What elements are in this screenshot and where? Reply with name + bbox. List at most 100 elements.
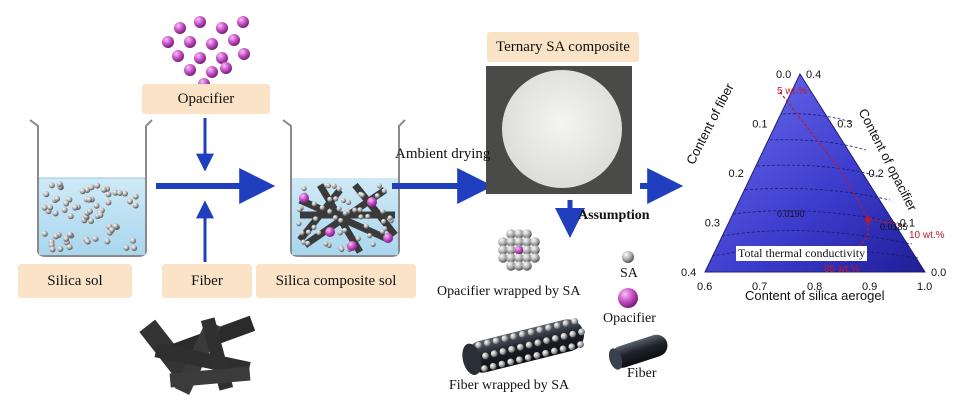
fiber-sa-beads bbox=[475, 317, 585, 372]
fiber-bead bbox=[518, 330, 526, 338]
left-tick-label: 0.2 bbox=[729, 168, 744, 180]
composite-silica-particle bbox=[338, 217, 344, 224]
cluster-sa-sphere bbox=[522, 245, 532, 255]
opacifier-wrapped-label: Opacifier wrapped by SA bbox=[437, 284, 581, 299]
right-tick-label: 0.2 bbox=[869, 168, 884, 180]
cluster-sa-sphere bbox=[498, 253, 508, 263]
fiber-bead bbox=[560, 332, 568, 340]
contour-label-0185: 0.0185 bbox=[880, 222, 908, 232]
assumption-label: Assumption bbox=[578, 208, 650, 223]
silica-particle bbox=[93, 202, 100, 209]
fiber-bead bbox=[525, 341, 533, 349]
silica-composite-sol-label-box: Silica composite sol bbox=[256, 264, 416, 298]
composite-silica-particle bbox=[381, 188, 387, 194]
right-tick-label: 0.1 bbox=[900, 218, 915, 230]
composite-silica-particle bbox=[325, 183, 331, 189]
opacifier-particle bbox=[206, 38, 218, 50]
silica-particle bbox=[41, 230, 48, 237]
center-label: Total thermal conductivity bbox=[736, 246, 868, 261]
silica-particle bbox=[88, 184, 95, 191]
composite-silica-particle bbox=[313, 216, 319, 222]
silica-particle bbox=[66, 231, 73, 238]
right-tick-label: 0.3 bbox=[837, 119, 852, 131]
fiber-bead bbox=[559, 345, 567, 353]
contour-line bbox=[769, 139, 867, 151]
composite-silica-particle bbox=[332, 215, 338, 221]
fiber-legend-label: Fiber bbox=[627, 366, 657, 381]
composite-silica-particle bbox=[376, 183, 383, 189]
opacifier-label: Opacifier bbox=[177, 90, 235, 107]
cluster-sa-sphere bbox=[530, 253, 540, 263]
silica-particle bbox=[63, 235, 70, 242]
composite-fiber-network bbox=[296, 182, 398, 254]
silica-particle bbox=[63, 200, 70, 207]
silica-particle bbox=[108, 227, 115, 234]
silica-particle bbox=[132, 202, 139, 209]
composite-silica-particle bbox=[311, 201, 317, 207]
composite-silica-particle bbox=[352, 207, 358, 213]
bottom-tick-label: 0.6 bbox=[697, 281, 712, 293]
silica-particle bbox=[127, 198, 134, 205]
silica-particle bbox=[47, 204, 54, 211]
fiber-bead bbox=[482, 352, 489, 360]
cluster-sa-sphere bbox=[514, 261, 524, 271]
cluster-sa-sphere bbox=[522, 237, 532, 247]
annotation-10wt: 10 wt.% bbox=[909, 230, 945, 241]
silica-particle bbox=[72, 204, 79, 211]
composite-silica-particle bbox=[387, 215, 393, 221]
fiber-bead bbox=[481, 365, 488, 372]
fiber-bead bbox=[498, 360, 506, 368]
fiber-bead bbox=[545, 324, 552, 332]
bottom-tick-label: 0.9 bbox=[862, 281, 877, 293]
fiber-bead bbox=[508, 345, 516, 353]
composite-opacifier-particle bbox=[347, 241, 357, 251]
composite-silica-particle bbox=[316, 230, 322, 236]
cluster-sa-sphere bbox=[530, 237, 540, 247]
annotation-point bbox=[865, 217, 871, 223]
fiber-bead bbox=[527, 328, 535, 336]
composite-silica-particle bbox=[363, 223, 369, 229]
fiber-bead bbox=[510, 333, 518, 340]
composite-silica-particle bbox=[296, 207, 303, 213]
silica-particle bbox=[61, 206, 68, 213]
contour-line bbox=[721, 230, 913, 245]
bottom-tick-label: 1.0 bbox=[917, 281, 932, 293]
bottom-tick-label: 0.8 bbox=[807, 281, 822, 293]
fiber-label-box: Fiber bbox=[162, 264, 252, 298]
composite-silica-particle bbox=[296, 221, 302, 227]
fiber-bead bbox=[536, 326, 544, 334]
fiber-bead bbox=[551, 335, 559, 342]
cluster-sa-sphere bbox=[506, 229, 516, 239]
composite-silica-particle bbox=[299, 230, 305, 236]
composite-silica-particle bbox=[355, 236, 361, 242]
fiber-bead bbox=[489, 362, 497, 370]
sa-legend-label: SA bbox=[620, 266, 638, 281]
silica-particle bbox=[41, 204, 48, 211]
silica-particle bbox=[104, 238, 111, 245]
composite-silica-particle bbox=[301, 185, 307, 192]
right-tick-label: 0.4 bbox=[806, 69, 821, 81]
silica-composite-sol-beaker bbox=[282, 119, 406, 257]
silica-particle bbox=[112, 189, 119, 196]
opacifier-label-box: Opacifier bbox=[142, 84, 270, 114]
fiber-bead bbox=[516, 356, 523, 364]
contour-line bbox=[782, 113, 853, 123]
composite-silica-particle bbox=[305, 240, 311, 246]
opacifier-particle bbox=[174, 22, 186, 34]
silica-particle bbox=[112, 223, 119, 230]
cluster-sa-sphere bbox=[522, 261, 532, 271]
silica-particle bbox=[48, 182, 55, 189]
opacifier-particle bbox=[206, 66, 218, 78]
cluster-opacifier-core bbox=[515, 246, 523, 254]
left-tick-label: 0.4 bbox=[681, 267, 696, 279]
fiber-bead bbox=[524, 354, 532, 362]
composite-opacifier-particle bbox=[367, 197, 377, 207]
silica-particle bbox=[100, 186, 107, 193]
silica-particle bbox=[67, 213, 74, 220]
silica-particle bbox=[53, 233, 60, 240]
composite-silica-particle bbox=[340, 197, 347, 204]
composite-silica-particle bbox=[379, 229, 386, 235]
contour-line bbox=[732, 210, 903, 225]
fiber-wrapped-label: Fiber wrapped by SA bbox=[449, 378, 570, 393]
